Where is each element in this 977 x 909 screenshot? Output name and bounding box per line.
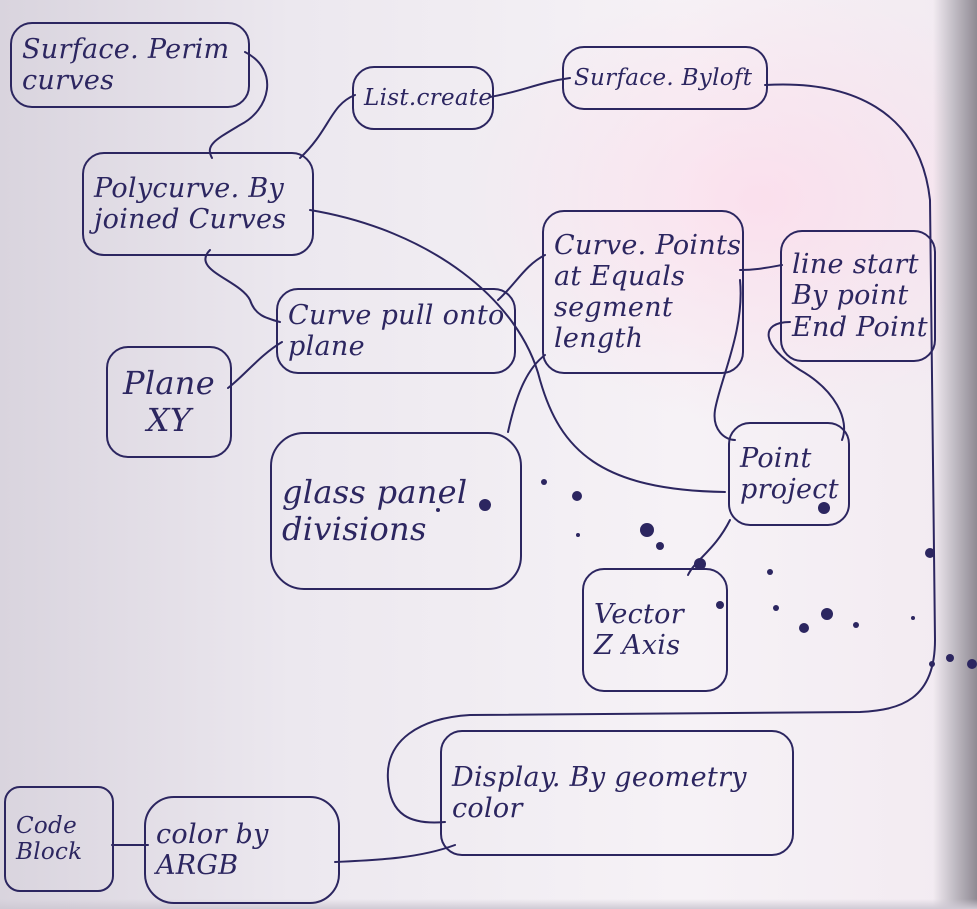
node-label-line: divisions xyxy=(282,510,427,548)
node-label-line: Surface. Perim xyxy=(22,33,230,65)
node-label-line: Curve. Points xyxy=(554,229,742,261)
wire-listcreate-to-byloft xyxy=(489,77,571,98)
node-label-line: XY xyxy=(146,401,192,439)
code-block-node[interactable]: Code Block xyxy=(4,786,114,892)
node-label-line: at Equals xyxy=(554,260,686,292)
node-label-line: Surface. Byloft xyxy=(574,64,753,91)
display-by-geometry-color-node[interactable]: Display. By geometry color xyxy=(440,730,794,856)
wire-curvepoints-to-pointproject xyxy=(713,279,742,441)
node-label-line: Vector xyxy=(594,598,684,630)
node-label-line: segment xyxy=(554,292,674,323)
wire-polycurve-to-pointproject xyxy=(309,209,726,493)
wire-line-to-pointproject xyxy=(767,321,846,441)
node-label-line: Block xyxy=(16,839,83,865)
vector-z-axis-node[interactable]: Vector Z Axis xyxy=(582,568,728,692)
wire-byloft-loop-to-display xyxy=(386,83,937,824)
node-label-line: length xyxy=(554,323,644,355)
list-create-node[interactable]: List.create xyxy=(352,66,494,130)
node-label-line: By point xyxy=(792,280,909,312)
point-project-node[interactable]: Point project xyxy=(728,422,850,526)
surface-byloft-node[interactable]: Surface. Byloft xyxy=(562,46,768,110)
node-label-line: Code xyxy=(16,812,77,839)
node-label-line: End Point xyxy=(792,311,928,343)
wire-curvepoints-to-line xyxy=(739,264,783,271)
node-label-line: Curve pull onto xyxy=(288,299,505,331)
node-label-line: plane xyxy=(288,331,365,362)
node-label-line: Plane xyxy=(123,364,215,403)
node-label-line: joined Curves xyxy=(94,204,287,235)
glass-panel-divisions-node[interactable]: glass panel divisions xyxy=(270,432,522,590)
node-label-line: glass panel xyxy=(282,473,468,512)
node-label-line: line start xyxy=(792,249,919,281)
node-label-line: Point xyxy=(740,442,812,474)
wire-perim-to-polycurve xyxy=(208,51,269,159)
wire-vector-to-pointproject xyxy=(687,519,731,576)
color-by-argb-node[interactable]: color by ARGB xyxy=(144,796,340,904)
line-by-start-end-point-node[interactable]: line start By point End Point xyxy=(780,230,936,362)
wire-plane-to-curvepull xyxy=(227,341,283,389)
page-edge xyxy=(0,899,977,909)
polycurve-by-joined-curves-node[interactable]: Polycurve. By joined Curves xyxy=(82,152,314,256)
curve-points-at-equal-segment-length-node[interactable]: Curve. Points at Equals segment length xyxy=(542,210,744,374)
plane-xy-node[interactable]: Plane XY xyxy=(106,346,232,458)
node-label-line: Polycurve. By xyxy=(94,172,285,204)
surface-perim-curves-node[interactable]: Surface. Perim curves xyxy=(10,22,250,108)
node-label-line: project xyxy=(740,474,839,505)
wire-colorargb-to-display xyxy=(334,844,456,863)
node-label-line: ARGB xyxy=(156,850,239,881)
curve-pull-onto-plane-node[interactable]: Curve pull onto plane xyxy=(276,288,516,374)
node-label-line: List.create xyxy=(364,84,493,111)
node-label-line: curves xyxy=(22,65,115,96)
node-label-line: Z Axis xyxy=(594,630,681,661)
ink-splatter xyxy=(436,479,977,669)
node-label-line: color xyxy=(452,793,523,824)
notebook-binding xyxy=(933,0,977,909)
node-label-line: Display. By geometry xyxy=(452,761,747,793)
wire-polycurve-to-curvepull xyxy=(204,249,281,323)
wire-polycurve-to-listcreate xyxy=(299,94,356,159)
node-label-line: color by xyxy=(156,818,269,850)
wire-glass-to-curvepoints xyxy=(507,354,546,433)
